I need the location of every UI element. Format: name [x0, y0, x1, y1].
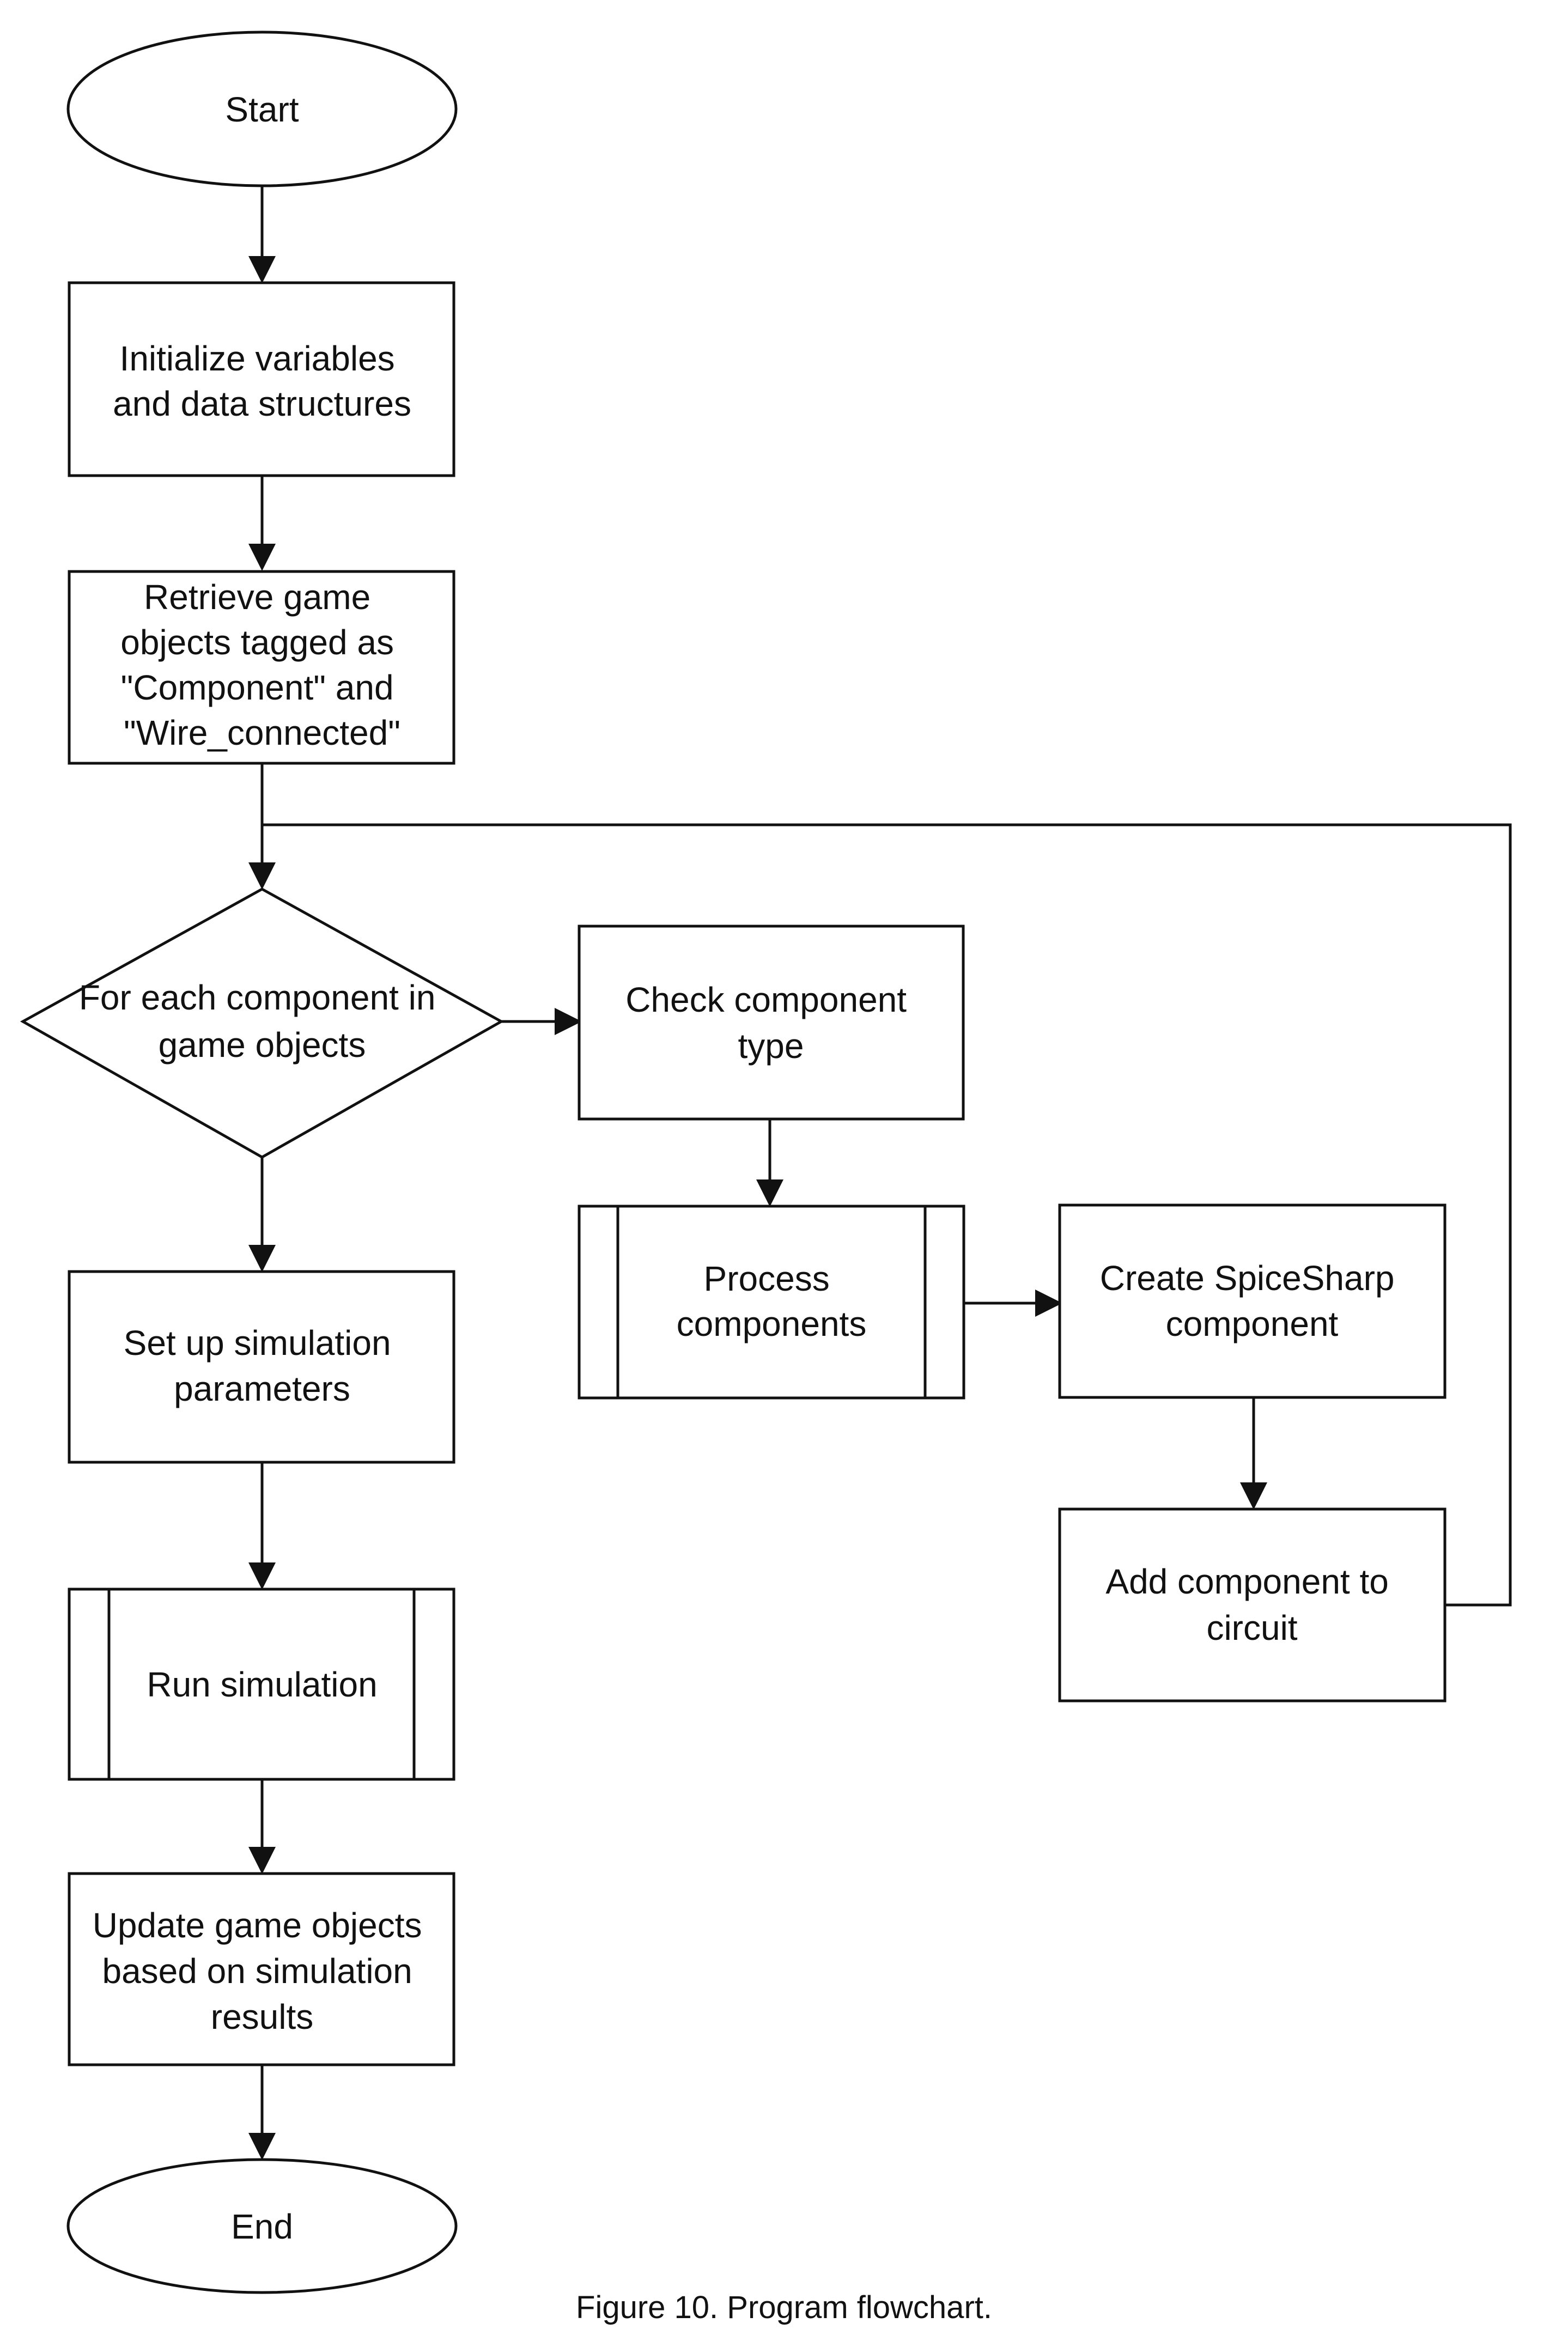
retrieve-process-box — [68, 570, 455, 765]
retrieve-label: Retrieve game objects tagged as "Compone… — [120, 577, 403, 752]
initialize-label: Initialize variables and data structures — [113, 339, 411, 423]
figure-caption: Figure 10. Program flowchart. — [576, 2290, 992, 2325]
setup-simulation-label: Set up simulation parameters — [124, 1323, 401, 1408]
loop-decision-diamond — [20, 887, 505, 1159]
end-terminal — [66, 2158, 458, 2294]
check-type-label: Check component type — [625, 980, 916, 1066]
update-game-objects-label: Update game objects based on simulation … — [93, 1906, 432, 2036]
create-spicesharp-box — [1058, 1203, 1447, 1399]
start-label: Start — [225, 90, 299, 129]
add-component-label: Add component to circuit — [1105, 1562, 1398, 1647]
setup-simulation-box — [68, 1270, 455, 1464]
check-type-box — [578, 925, 965, 1121]
update-game-objects-box — [68, 1872, 455, 2066]
add-component-box — [1058, 1507, 1447, 1702]
create-spicesharp-label: Create SpiceSharp component — [1100, 1258, 1405, 1343]
loop-label: For each component in game objects — [79, 978, 445, 1065]
process-components-label: Process components — [677, 1259, 867, 1343]
connector-add-loopback — [262, 823, 1512, 1607]
run-simulation-subroutine — [68, 1588, 455, 1781]
run-simulation-label: Run simulation — [147, 1665, 377, 1704]
process-components-subroutine — [578, 1205, 965, 1400]
end-label: End — [231, 2207, 293, 2246]
start-terminal — [66, 31, 458, 187]
initialize-process-box — [68, 281, 455, 477]
